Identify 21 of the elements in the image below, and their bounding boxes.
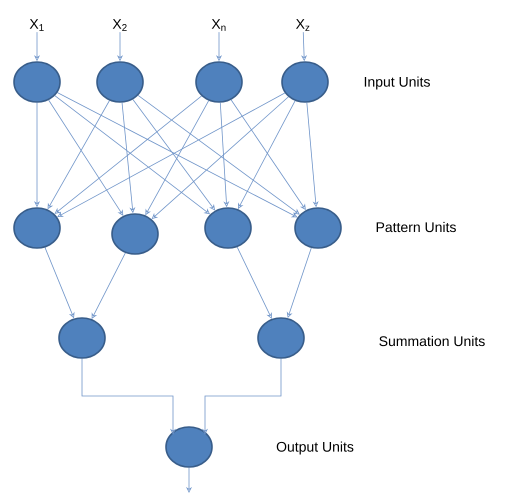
layer-label: Output Units: [276, 441, 354, 455]
input-symbol: X$_{z}$: [296, 19, 310, 31]
neuron-circle: [195, 61, 243, 103]
neuron-circle: [58, 317, 106, 359]
neuron-circle: [281, 61, 329, 103]
input-symbol: X$_{n}$: [212, 19, 226, 31]
layer-label: Pattern Units: [376, 222, 456, 232]
neuron-circle: [111, 213, 159, 255]
layer-label: Summation Units: [379, 336, 485, 346]
neuron-circle: [13, 61, 61, 103]
arrow: [92, 252, 126, 319]
layer-label: Input Units: [364, 76, 430, 90]
neuron-circle: [204, 207, 252, 249]
neuron-circle: [96, 61, 144, 103]
neuron-circle: [13, 207, 61, 249]
input-symbol: X$_{2}$: [112, 19, 127, 31]
neuron-circle: [257, 317, 305, 359]
input-symbol: X$_{1}$: [30, 19, 44, 31]
neuron-circle: [165, 426, 213, 468]
arrow: [48, 100, 124, 216]
neuron-circle: [294, 207, 342, 249]
